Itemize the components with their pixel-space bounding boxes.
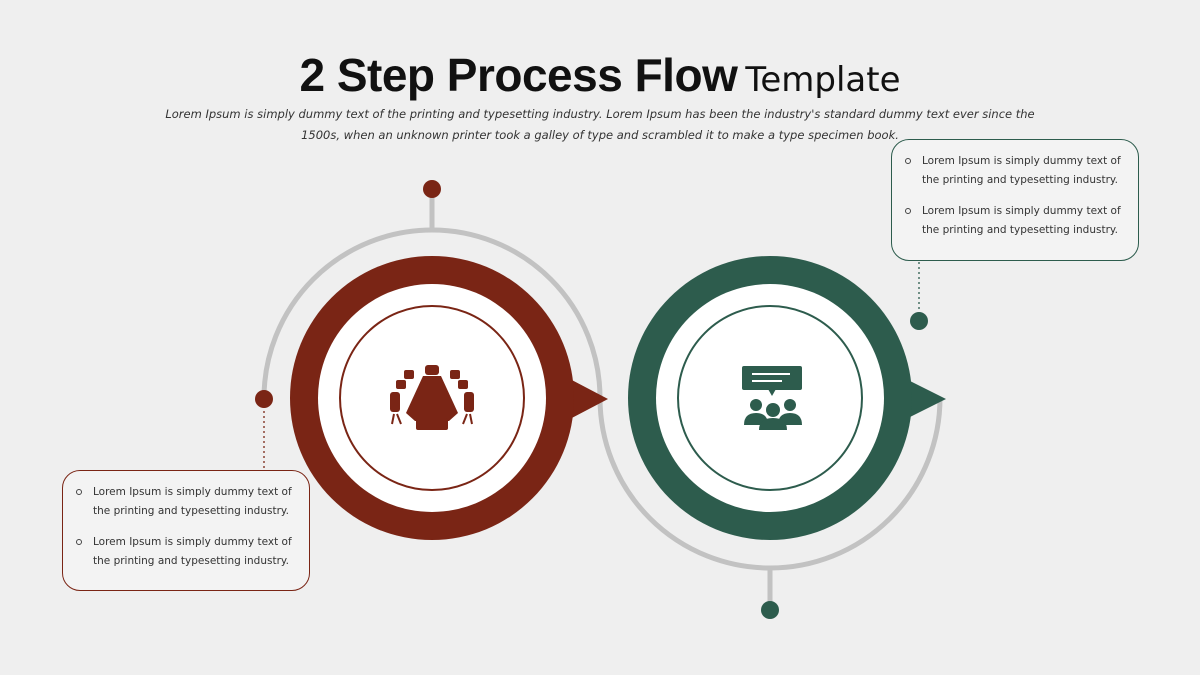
title-bold: 2 Step Process Flow xyxy=(299,49,738,101)
step-2-bottom-dot xyxy=(761,601,779,619)
step-2-bullet: Lorem Ipsum is simply dummy text of the … xyxy=(904,202,1124,240)
presentation-audience-icon xyxy=(742,366,802,430)
step-1-side-dot xyxy=(255,390,273,408)
step-2-bullet-list: Lorem Ipsum is simply dummy text of the … xyxy=(904,152,1124,240)
step-1-outer-ring xyxy=(261,227,603,399)
step-2-inner-outline xyxy=(677,305,863,491)
step-1-text-box: Lorem Ipsum is simply dummy text of the … xyxy=(62,470,310,591)
step-2-side-dot xyxy=(910,312,928,330)
step-1-top-dot xyxy=(423,180,441,198)
step-1-bullet-list: Lorem Ipsum is simply dummy text of the … xyxy=(75,483,295,571)
step-2-bullet: Lorem Ipsum is simply dummy text of the … xyxy=(904,152,1124,190)
step-1-inner-outline xyxy=(339,305,525,491)
conference-table-icon xyxy=(390,365,474,430)
step-1-bullet: Lorem Ipsum is simply dummy text of the … xyxy=(75,533,295,571)
title-light: Template xyxy=(745,60,901,100)
step-2-inner-disc xyxy=(656,284,884,512)
page-subtitle: Lorem Ipsum is simply dummy text of the … xyxy=(165,107,1035,142)
step-2-ring-pointer xyxy=(904,378,946,420)
step-1-bullet: Lorem Ipsum is simply dummy text of the … xyxy=(75,483,295,521)
step-2-text-box: Lorem Ipsum is simply dummy text of the … xyxy=(891,139,1139,261)
step-1-ring xyxy=(568,378,608,420)
